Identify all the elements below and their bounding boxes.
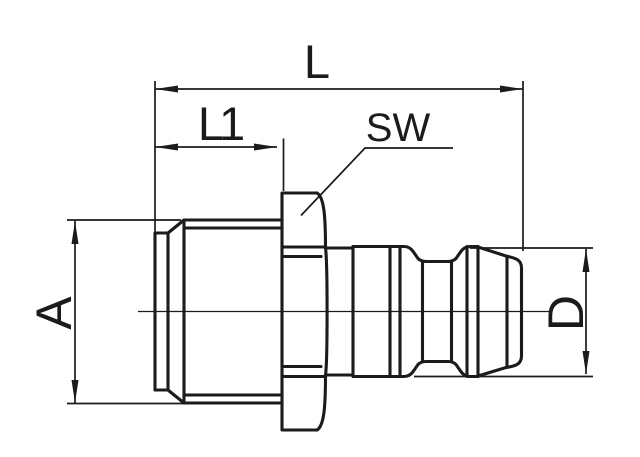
dim-L-extension-lines: [154, 81, 524, 251]
dimension-D: D: [414, 247, 594, 378]
dim-L1-arrow-left: [155, 143, 178, 151]
body-bottom-edge-with-groove: [351, 359, 480, 379]
dim-D-extension-lines: [414, 247, 593, 378]
dim-D-arrow-bottom: [582, 351, 590, 374]
thread-end-face: [153, 231, 170, 392]
threaded-end-profile: [153, 218, 284, 405]
thread-root-lines: [182, 226, 284, 397]
flange-flat-edges: [280, 245, 326, 379]
body-top-edge-with-groove: [351, 244, 480, 264]
thread-major-lines: [182, 218, 284, 405]
dimension-L1: L1: [155, 97, 285, 191]
dim-L-arrow-right: [500, 85, 523, 93]
dim-L-arrow-left: [155, 85, 178, 93]
callout-SW: SW: [300, 106, 453, 217]
dimension-A: A: [26, 219, 184, 405]
dimension-label-SW: SW: [366, 106, 431, 150]
dim-A-extension-lines: [67, 219, 184, 405]
dimension-label-D: D: [538, 295, 594, 331]
dim-A-arrow-top: [71, 221, 79, 244]
dim-L1-arrow-right: [254, 143, 277, 151]
part-outline: [138, 191, 551, 432]
sw-leader-line: [300, 147, 453, 217]
dim-A-arrow-bottom: [71, 380, 79, 403]
dim-D-arrow-top: [582, 249, 590, 272]
dimension-L: L: [154, 35, 524, 251]
neck-edges: [324, 246, 355, 377]
dimension-label-L1: L1: [198, 97, 243, 150]
dimension-label-A: A: [26, 296, 82, 330]
dimension-label-L: L: [304, 35, 330, 88]
